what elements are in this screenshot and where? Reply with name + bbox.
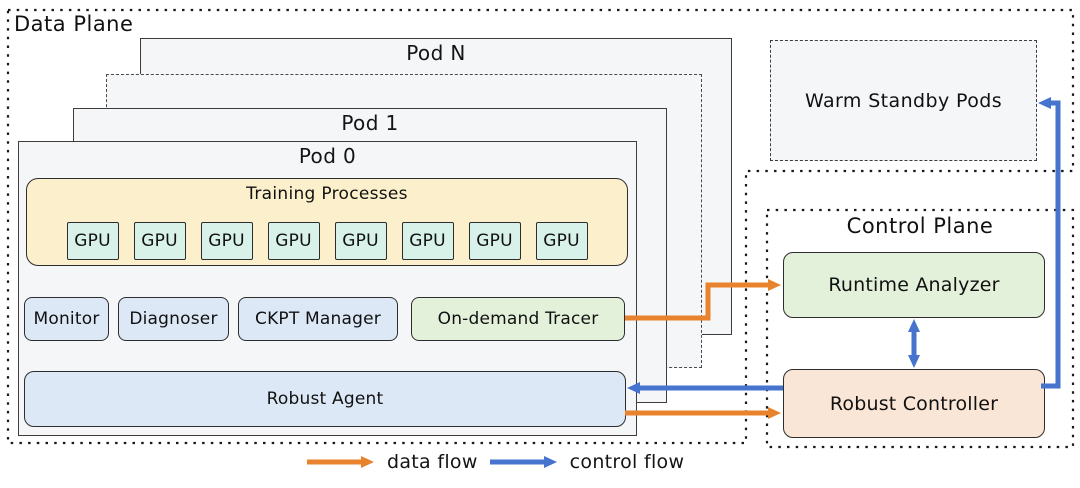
runtime-analyzer-box: Runtime Analyzer	[783, 252, 1045, 318]
on-demand-tracer-box: On-demand Tracer	[411, 297, 625, 341]
pod-n-label: Pod N	[406, 41, 466, 65]
data-plane-label: Data Plane	[14, 12, 134, 36]
legend: data flow control flow	[306, 451, 684, 473]
gpu-box: GPU	[267, 222, 320, 260]
gpu-box: GPU	[535, 222, 588, 260]
ckpt-manager-box: CKPT Manager	[238, 297, 398, 341]
robust-agent-box: Robust Agent	[24, 371, 626, 427]
pod-1-label: Pod 1	[341, 111, 399, 135]
training-processes-box: Training Processes GPU GPU GPU GPU GPU G…	[26, 178, 628, 266]
data-flow-arrow-icon	[307, 456, 374, 468]
diagnoser-box: Diagnoser	[118, 297, 229, 341]
monitor-box: Monitor	[24, 297, 109, 341]
legend-control-flow-label: control flow	[569, 451, 685, 473]
gpu-box: GPU	[66, 222, 119, 260]
gpu-box: GPU	[200, 222, 253, 260]
gpu-box: GPU	[133, 222, 186, 260]
gpu-box: GPU	[468, 222, 521, 260]
pod-0: Pod 0 Training Processes GPU GPU GPU GPU…	[18, 141, 637, 436]
control-plane-label: Control Plane	[846, 214, 994, 238]
legend-data-flow-label: data flow	[387, 451, 478, 473]
control-flow-arrow-icon	[489, 456, 557, 468]
gpu-row: GPU GPU GPU GPU GPU GPU GPU GPU	[27, 222, 627, 260]
pod-0-label: Pod 0	[298, 144, 357, 168]
warm-standby-pods-box: Warm Standby Pods	[770, 40, 1037, 161]
gpu-box: GPU	[334, 222, 387, 260]
training-processes-label: Training Processes	[246, 184, 408, 204]
robust-controller-box: Robust Controller	[783, 369, 1045, 438]
controller-to-warm-standby-control-arrow	[1038, 97, 1061, 389]
gpu-box: GPU	[401, 222, 454, 260]
